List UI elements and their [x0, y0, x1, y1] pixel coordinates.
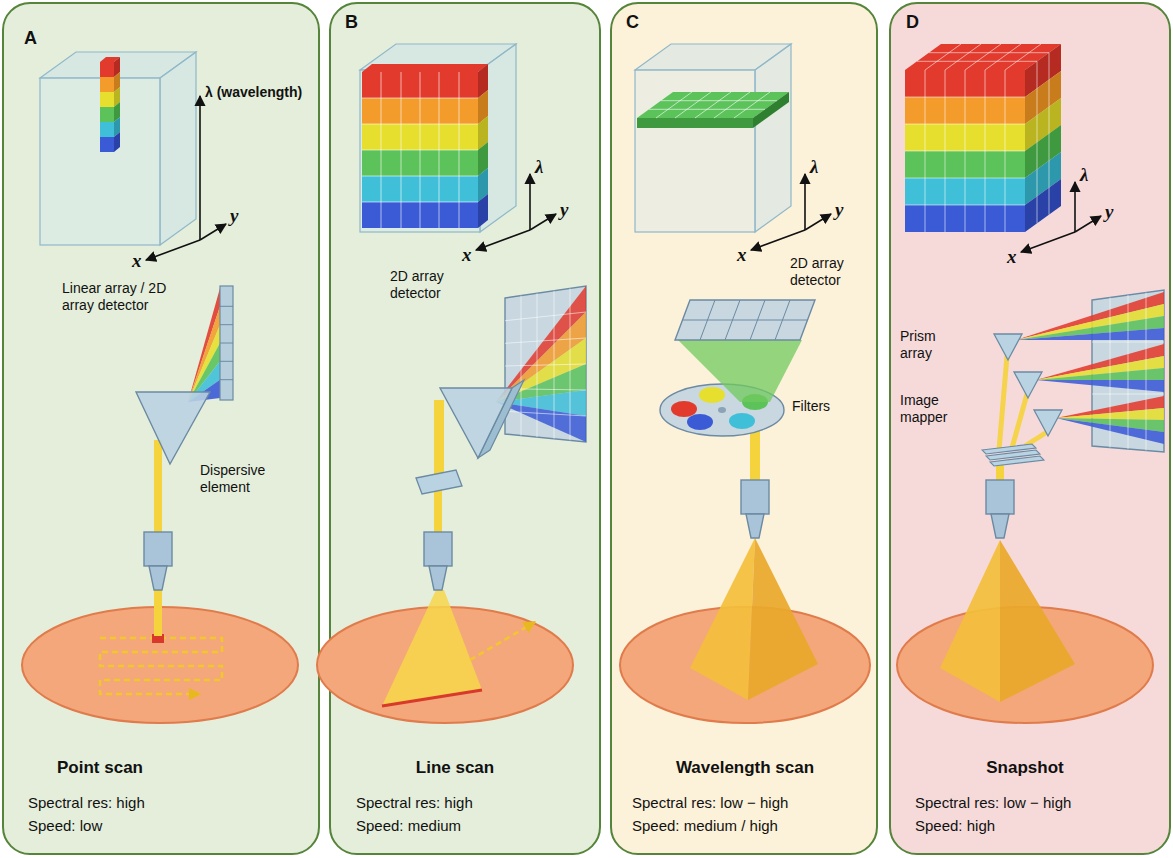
linear-detector [220, 286, 233, 400]
area-detector [496, 286, 586, 402]
axis-label: y [230, 205, 238, 228]
wavelength-slice [649, 92, 777, 118]
speed-rating: Speed: medium [356, 817, 461, 835]
spectrum-slab [362, 64, 488, 72]
data-cube [40, 52, 196, 245]
spectrum-column [114, 132, 120, 152]
optics [434, 486, 442, 534]
panel-letter: A [24, 28, 37, 50]
optics [154, 440, 162, 534]
component-label: Linear array / 2D array detector [62, 280, 202, 314]
optics [675, 300, 815, 340]
data-cube [160, 52, 196, 245]
optics [683, 300, 808, 340]
spectrum-slab [362, 72, 478, 228]
axes [199, 96, 201, 240]
axis-label: y [1105, 201, 1113, 224]
axis-label: λ (wavelength) [205, 84, 302, 101]
spectrum-column [100, 92, 114, 107]
axis-label: x [132, 250, 142, 273]
spectral-resolution: Spectral res: high [28, 794, 145, 812]
optics [729, 413, 755, 429]
panel-letter: C [626, 12, 639, 34]
spectrum-column [100, 107, 114, 122]
component-label: Prism array [900, 328, 970, 362]
spectral-resolution: Spectral res: low − high [632, 794, 788, 812]
area-detector [505, 288, 586, 440]
optics [996, 464, 1004, 482]
panel-letter: D [906, 12, 919, 34]
axis-label: λ [810, 156, 818, 179]
data-cube [360, 70, 480, 232]
component-label: 2D array detector [790, 255, 872, 289]
spectrum-column [100, 122, 114, 137]
optics [699, 387, 725, 403]
optics [741, 480, 769, 514]
spectrum-slab [362, 64, 488, 228]
optics [100, 638, 222, 694]
axes [1074, 182, 1076, 232]
linear-detector [220, 306, 233, 379]
component-label: Dispersive element [200, 462, 290, 496]
area-detector [496, 286, 586, 442]
method-title: Wavelength scan [645, 758, 845, 778]
method-title: Snapshot [925, 758, 1125, 778]
axis-label: λ [535, 156, 543, 179]
data-cube [755, 44, 791, 232]
optics [986, 480, 1014, 514]
snapshot-detector [1092, 293, 1164, 451]
data-cube [360, 44, 516, 232]
axes [529, 174, 531, 230]
axis-label: y [835, 199, 843, 222]
wavelength-slice [753, 92, 789, 128]
spectrum-column [100, 57, 120, 152]
spectral-resolution: Spectral res: high [356, 794, 473, 812]
wavelength-slice [637, 118, 753, 128]
data-cube [635, 44, 791, 232]
method-title: Point scan [20, 758, 180, 778]
optics [718, 407, 726, 413]
wavelength-slice [637, 92, 789, 128]
spectrum-column [100, 62, 114, 77]
component-label: Filters [792, 398, 830, 415]
optics [144, 532, 172, 566]
spectrum-column [100, 77, 114, 92]
speed-rating: Speed: low [28, 817, 102, 835]
spectral-resolution: Spectral res: low − high [915, 794, 1071, 812]
axis-label: x [462, 244, 472, 267]
panel-letter: B [345, 12, 358, 34]
optics [470, 622, 535, 660]
component-label: Image mapper [900, 392, 975, 426]
component-label: 2D array detector [390, 268, 470, 302]
speed-rating: Speed: medium / high [632, 817, 778, 835]
spectrum-column [100, 137, 114, 152]
optics [424, 532, 452, 566]
axis-label: λ [1080, 164, 1088, 187]
axis-label: y [560, 199, 568, 222]
optics [687, 414, 713, 430]
axis-label: x [1007, 246, 1017, 269]
method-title: Line scan [355, 758, 555, 778]
speed-rating: Speed: high [915, 817, 995, 835]
optics [671, 401, 697, 417]
spectrum-slab [478, 194, 488, 228]
optics [382, 690, 482, 706]
optics [154, 588, 162, 636]
data-cube [905, 44, 1049, 232]
data-cube [905, 44, 1061, 232]
axes [804, 174, 806, 230]
data-cube [40, 78, 160, 245]
optics [434, 400, 444, 476]
axis-label: x [737, 244, 747, 267]
